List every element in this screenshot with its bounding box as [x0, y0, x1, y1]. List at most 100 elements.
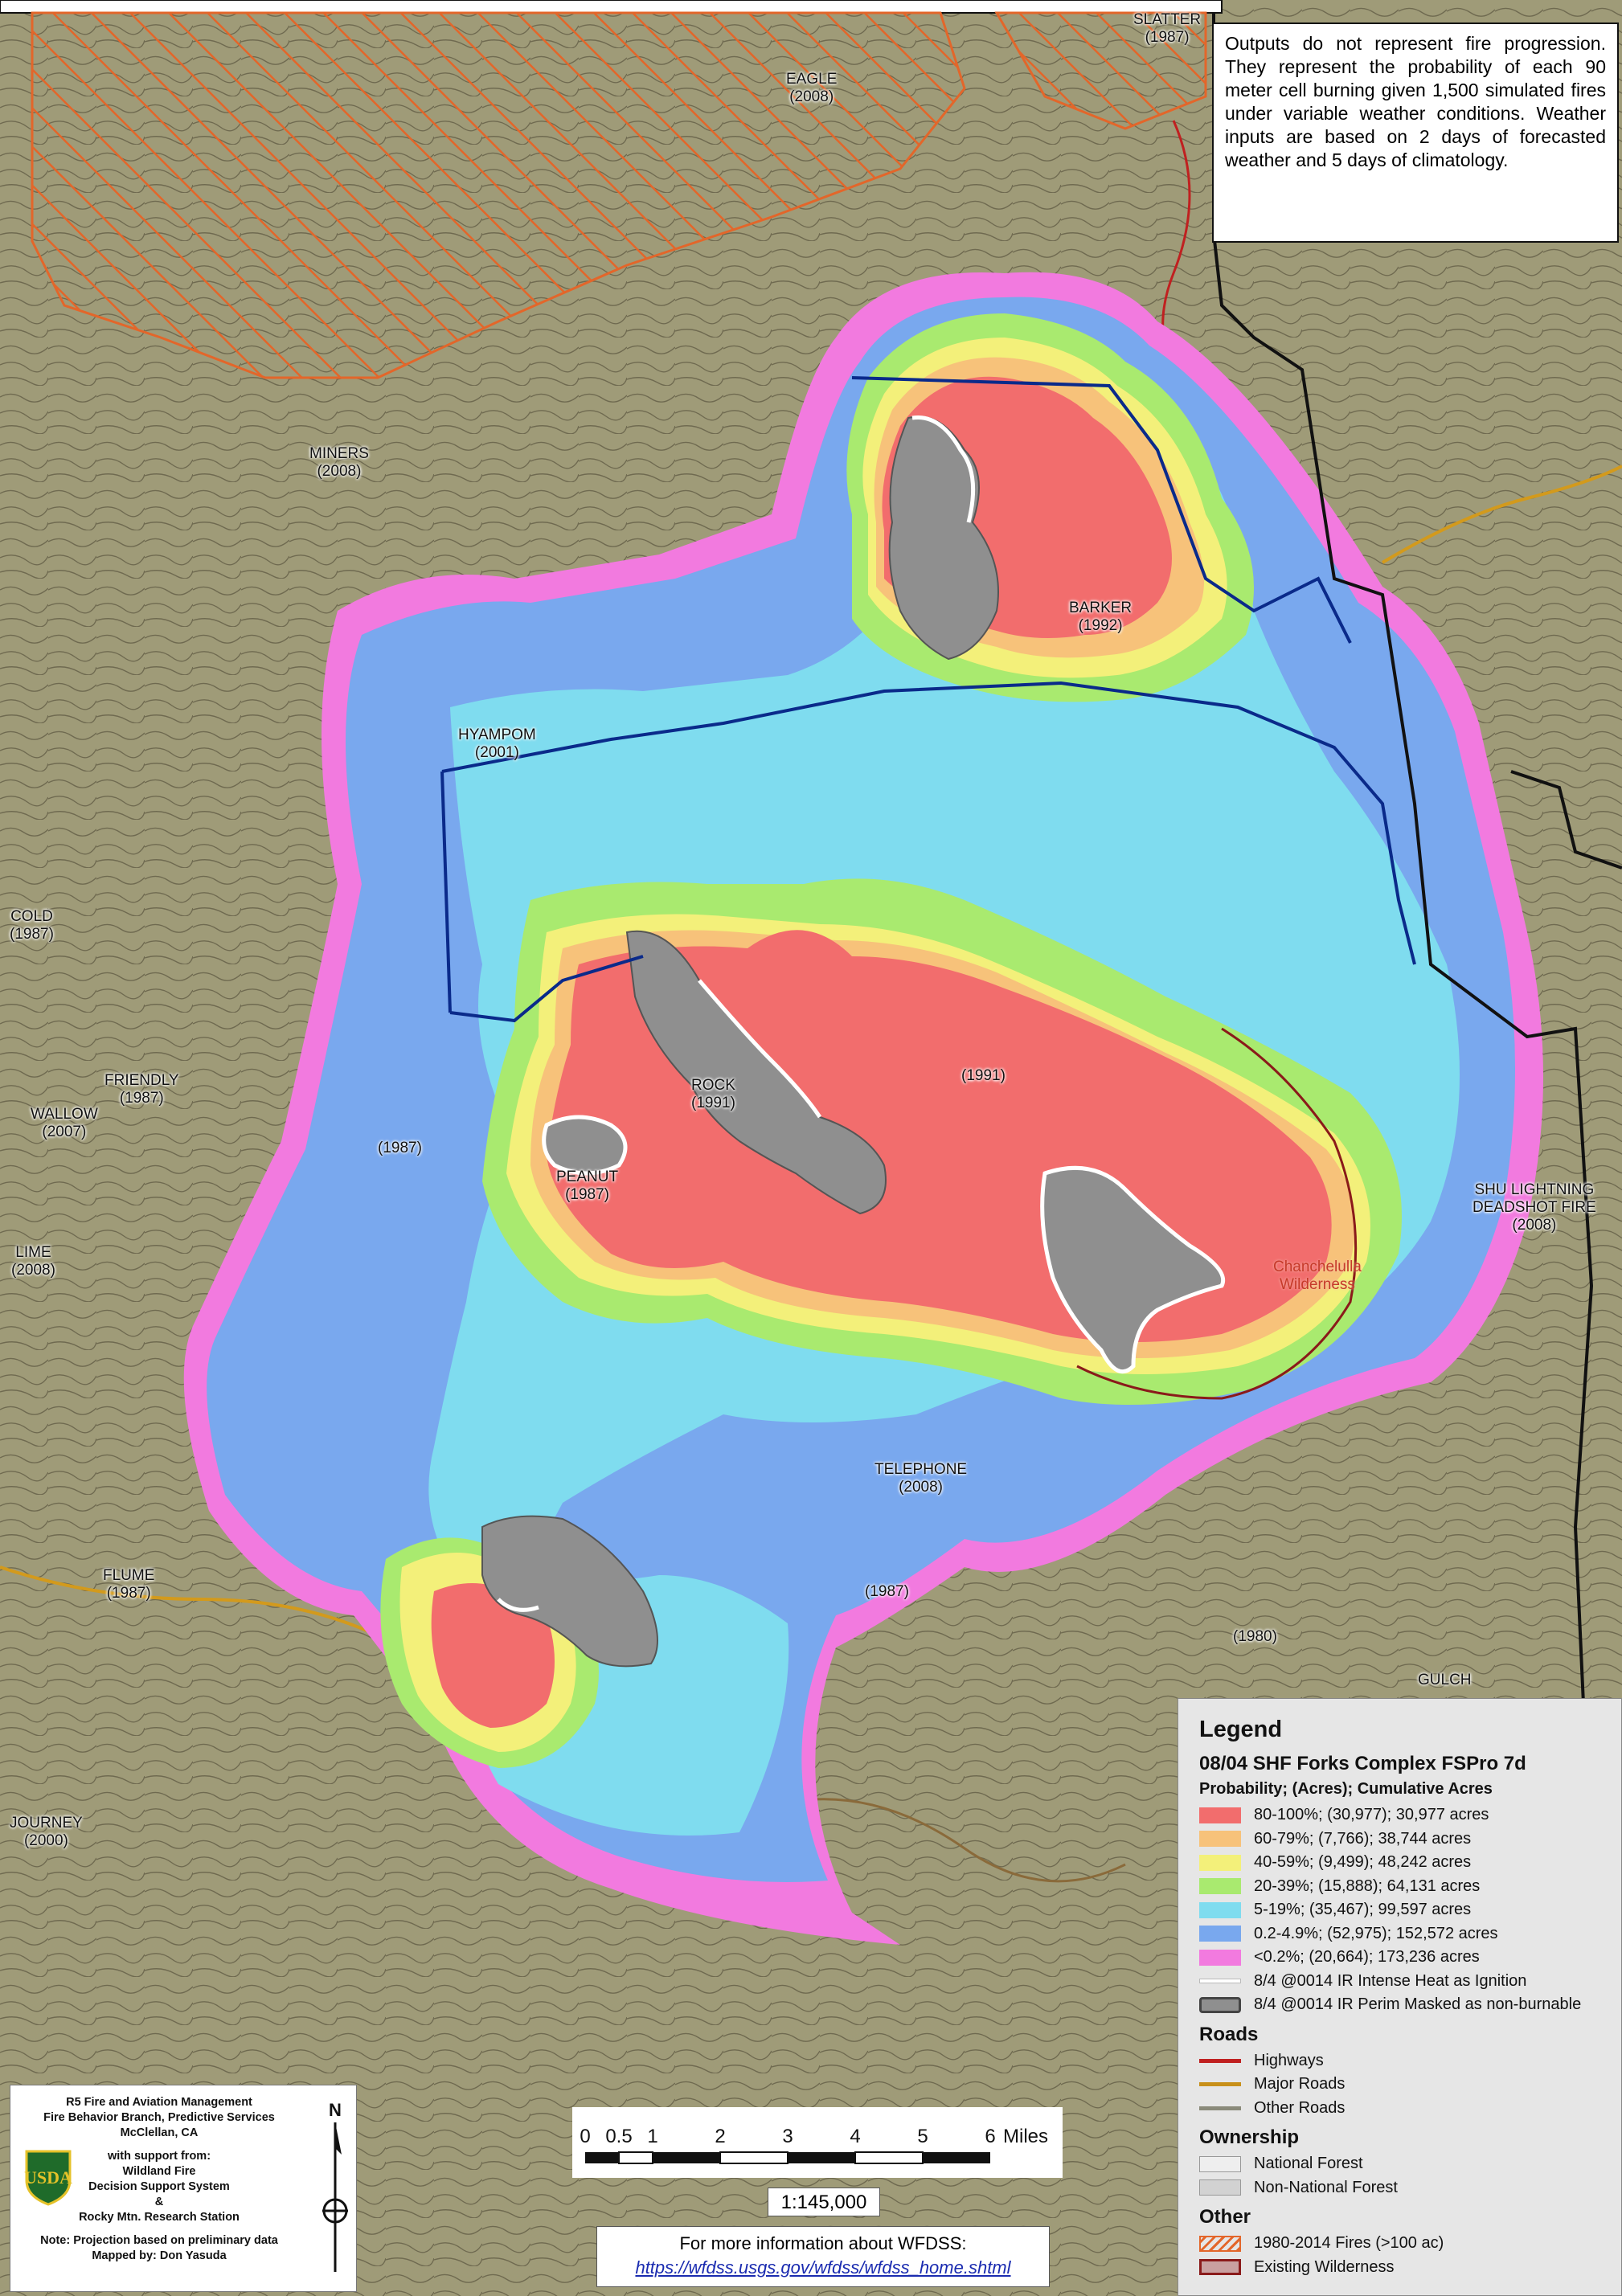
label-miners: MINERS(2008): [309, 445, 369, 480]
scale-tick-label: 2: [715, 2126, 725, 2147]
class-swatch: [1199, 1831, 1241, 1848]
road-swatch: [1199, 2106, 1241, 2110]
label-lime: LIME(2008): [11, 1244, 55, 1279]
ignition-swatch: [1199, 1979, 1241, 1984]
class-swatch: [1199, 1878, 1241, 1895]
label-barker: BARKER(1992): [1069, 600, 1133, 634]
class-label: <0.2%; (20,664); 173,236 acres: [1254, 1948, 1480, 1967]
credits-block: R5 Fire and Aviation Management Fire Beh…: [10, 2085, 357, 2292]
legend-road-1: Major Roads: [1199, 2073, 1605, 2097]
legend-ignition: 8/4 @0014 IR Intense Heat as Ignition: [1199, 1970, 1605, 1994]
legend-classes: 80-100%; (30,977); 30,977 acres 60-79%; (…: [1199, 1803, 1605, 1970]
usda-shield-icon: USDA: [24, 2150, 72, 2206]
label-1987-west: (1987): [378, 1140, 422, 1156]
ir-perimeters: [481, 415, 1225, 1668]
ownership-label: National Forest: [1254, 2155, 1363, 2173]
road-label: Highways: [1254, 2051, 1324, 2069]
scale-bar: 0 0.5 1 2 3 4 5 6 Miles: [572, 2107, 1063, 2178]
info-box: For more information about WFDSS: https:…: [596, 2226, 1050, 2287]
other-title: Other: [1199, 2206, 1251, 2228]
road-swatch: [1199, 2082, 1241, 2087]
svg-text:USDA: USDA: [24, 2167, 72, 2188]
class-label: 5-19%; (35,467); 99,597 acres: [1254, 1901, 1472, 1919]
wilderness-swatch: [1199, 2259, 1241, 2276]
zone-80-100-south: [431, 1583, 555, 1728]
label-flume: FLUME(1987): [103, 1567, 155, 1602]
legend-class-2: 40-59%; (9,499); 48,242 acres: [1199, 1851, 1605, 1875]
label-telephone: TELEPHONE(2008): [874, 1461, 968, 1496]
class-swatch: [1199, 1901, 1241, 1918]
class-label: 60-79%; (7,766); 38,744 acres: [1254, 1829, 1472, 1848]
class-swatch: [1199, 1854, 1241, 1871]
class-swatch: [1199, 1949, 1241, 1966]
ownership-swatch: [1199, 2155, 1241, 2172]
info-text: For more information about WFDSS:: [679, 2233, 967, 2253]
legend-wilderness: Existing Wilderness: [1199, 2256, 1605, 2280]
perimeter-swatch: [1199, 1996, 1241, 2013]
class-label: 20-39%; (15,888); 64,131 acres: [1254, 1876, 1481, 1895]
boundary-lines: [440, 376, 1416, 1023]
legend-road-2: Other Roads: [1199, 2097, 1605, 2121]
legend-ownership-0: National Forest: [1199, 2152, 1605, 2176]
scale-bar-graphic: 0 0.5 1 2 3 4 5 6 Miles: [580, 2126, 1048, 2164]
label-eagle: EAGLE(2008): [786, 71, 838, 105]
svg-text:N: N: [329, 2100, 342, 2120]
north-arrow-icon: N: [322, 2100, 348, 2272]
wfdss-link[interactable]: https://wfdss.usgs.gov/wfdss/wfdss_home.…: [635, 2257, 1011, 2278]
scale-tick-label: 1: [647, 2126, 657, 2147]
legend-class-5: 0.2-4.9%; (52,975); 152,572 acres: [1199, 1922, 1605, 1946]
legend-subtitle: 08/04 SHF Forks Complex FSPro 7d: [1199, 1753, 1526, 1774]
label-cold: COLD(1987): [10, 908, 54, 943]
label-1987-south: (1987): [865, 1583, 909, 1600]
class-label: 80-100%; (30,977); 30,977 acres: [1254, 1806, 1489, 1824]
legend-class-3: 20-39%; (15,888); 64,131 acres: [1199, 1875, 1605, 1899]
road-label: Other Roads: [1254, 2098, 1346, 2117]
legend-panel: Legend 08/04 SHF Forks Complex FSPro 7d …: [1178, 1698, 1622, 2296]
label-1980: (1980): [1233, 1628, 1277, 1645]
road-swatch: [1199, 2058, 1241, 2063]
scale-tick-label: 0.5: [605, 2126, 632, 2147]
class-swatch: [1199, 1926, 1241, 1942]
scale-unit-label: Miles: [1003, 2126, 1048, 2147]
credits-text: R5 Fire and Aviation Management Fire Beh…: [40, 2096, 278, 2262]
ownership-title: Ownership: [1199, 2126, 1300, 2148]
legend-class-1: 60-79%; (7,766); 38,744 acres: [1199, 1827, 1605, 1852]
class-swatch: [1199, 1807, 1241, 1823]
scale-tick-label: 4: [850, 2126, 860, 2147]
label-journey: JOURNEY(2000): [10, 1815, 83, 1849]
class-label: 40-59%; (9,499); 48,242 acres: [1254, 1853, 1472, 1872]
legend-fire-history: 1980-2014 Fires (>100 ac): [1199, 2232, 1605, 2256]
legend-class-4: 5-19%; (35,467); 99,597 acres: [1199, 1898, 1605, 1922]
label-friendly: FRIENDLY(1987): [104, 1072, 179, 1107]
roads-title: Roads: [1199, 2023, 1259, 2045]
wilderness-outline: [1076, 1027, 1358, 1400]
label-peanut: PEANUT(1987): [556, 1168, 619, 1203]
label-hyampom: HYAMPOM(2001): [458, 726, 536, 761]
legend-title: Legend: [1199, 1717, 1283, 1742]
class-label: 0.2-4.9%; (52,975); 152,572 acres: [1254, 1924, 1498, 1942]
road-label: Major Roads: [1254, 2075, 1346, 2093]
label-1991: (1991): [961, 1067, 1006, 1084]
disclaimer-note: Outputs do not represent fire progressio…: [1212, 23, 1619, 243]
legend-ownership-1: Non-National Forest: [1199, 2176, 1605, 2200]
label-gulch: GULCH: [1418, 1672, 1472, 1688]
scale-ratio: 1:145,000: [768, 2188, 880, 2216]
scale-tick-label: 0: [580, 2126, 590, 2147]
label-rock: ROCK(1991): [691, 1077, 735, 1111]
scale-tick-label: 3: [782, 2126, 793, 2147]
ownership-label: Non-National Forest: [1254, 2178, 1398, 2196]
label-slater: SLATTER(1987): [1133, 11, 1202, 46]
legend-perimeter: 8/4 @0014 IR Perim Masked as non-burnabl…: [1199, 1993, 1605, 2017]
scale-tick-label: 6: [985, 2126, 995, 2147]
scale-tick-label: 5: [917, 2126, 928, 2147]
legend-class-0: 80-100%; (30,977); 30,977 acres: [1199, 1803, 1605, 1827]
legend-road-0: Highways: [1199, 2049, 1605, 2073]
fire-history-swatch: [1199, 2235, 1241, 2252]
ownership-swatch: [1199, 2179, 1241, 2196]
